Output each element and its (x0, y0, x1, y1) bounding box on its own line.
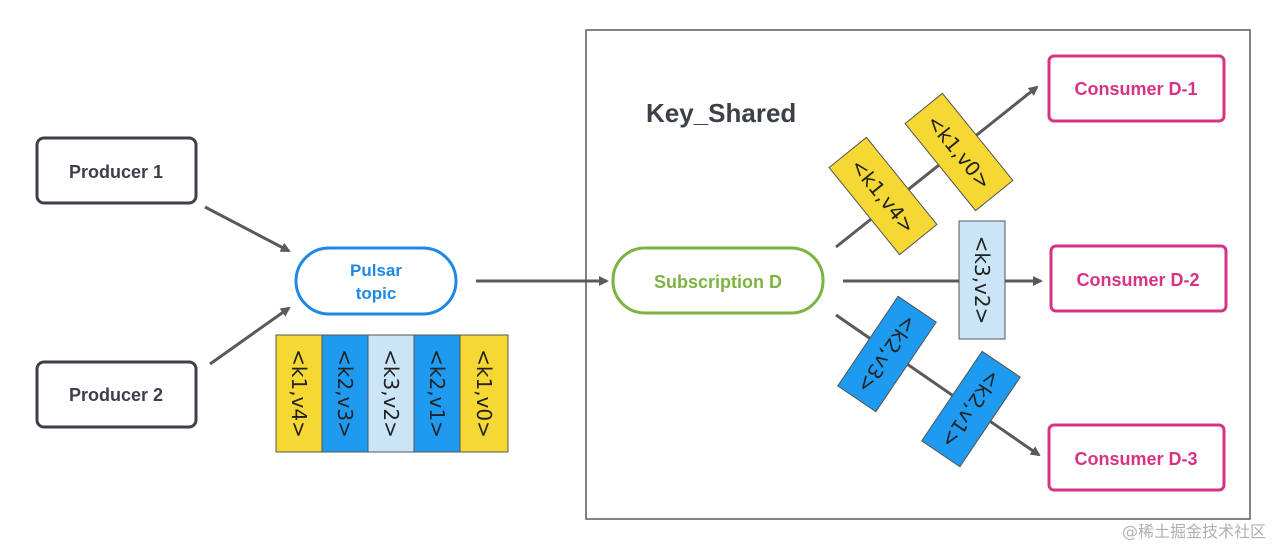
queue-message-4-label: <k2,v1> (425, 349, 449, 438)
routed-message-k1-v4: <k1,v4> (828, 136, 938, 256)
consumer-d3-node: Consumer D-3 (1047, 423, 1226, 492)
queue-message-4: <k2,v1> (413, 334, 461, 453)
queue-message-3-label: <k3,v2> (379, 349, 403, 438)
queue-message-5: <k1,v0> (459, 334, 509, 453)
arrow-producer1-to-topic (204, 205, 291, 253)
routed-message-k3-v2: <k3,v2> (958, 220, 1006, 340)
routed-message-k3-v2-label: <k3,v2> (970, 236, 994, 325)
queue-message-1: <k1,v4> (275, 334, 323, 453)
routed-message-k2-v3: <k2,v3> (837, 295, 937, 413)
consumer-d1-label: Consumer D-1 (1074, 79, 1197, 99)
producer-2-label: Producer 2 (69, 385, 163, 405)
consumer-d2-node: Consumer D-2 (1049, 244, 1228, 313)
queue-message-2: <k2,v3> (321, 334, 369, 453)
queue-message-1-label: <k1,v4> (287, 349, 311, 438)
routed-message-k2-v1: <k2,v1> (921, 350, 1021, 468)
arrow-subscription-to-consumer-d1 (835, 85, 1039, 249)
consumer-d1-node: Consumer D-1 (1047, 54, 1226, 123)
key-shared-title: Key_Shared (646, 98, 796, 128)
queue-message-5-label: <k1,v0> (472, 349, 496, 438)
pulsar-topic-node: Pulsar topic (294, 246, 458, 316)
topic-message-queue: <k1,v4> <k2,v3> <k3,v2> <k2,v1> <k1,v0> (275, 334, 509, 453)
queue-message-2-label: <k2,v3> (333, 349, 357, 438)
consumer-d2-label: Consumer D-2 (1076, 270, 1199, 290)
arrow-producer2-to-topic (209, 306, 291, 366)
routed-message-k1-v0: <k1,v0> (904, 92, 1014, 212)
queue-message-3: <k3,v2> (367, 334, 415, 453)
key-shared-frame (585, 29, 1251, 520)
producer-2-node: Producer 2 (35, 360, 198, 429)
subscription-d-label: Subscription D (654, 272, 782, 292)
topic-label-line1: Pulsar (350, 261, 402, 280)
subscription-d-node: Subscription D (611, 246, 825, 315)
producer-1-node: Producer 1 (35, 136, 198, 205)
topic-label-line2: topic (356, 284, 397, 303)
consumer-d3-label: Consumer D-3 (1074, 449, 1197, 469)
producer-1-label: Producer 1 (69, 162, 163, 182)
watermark: @稀土掘金技术社区 (1121, 522, 1266, 541)
